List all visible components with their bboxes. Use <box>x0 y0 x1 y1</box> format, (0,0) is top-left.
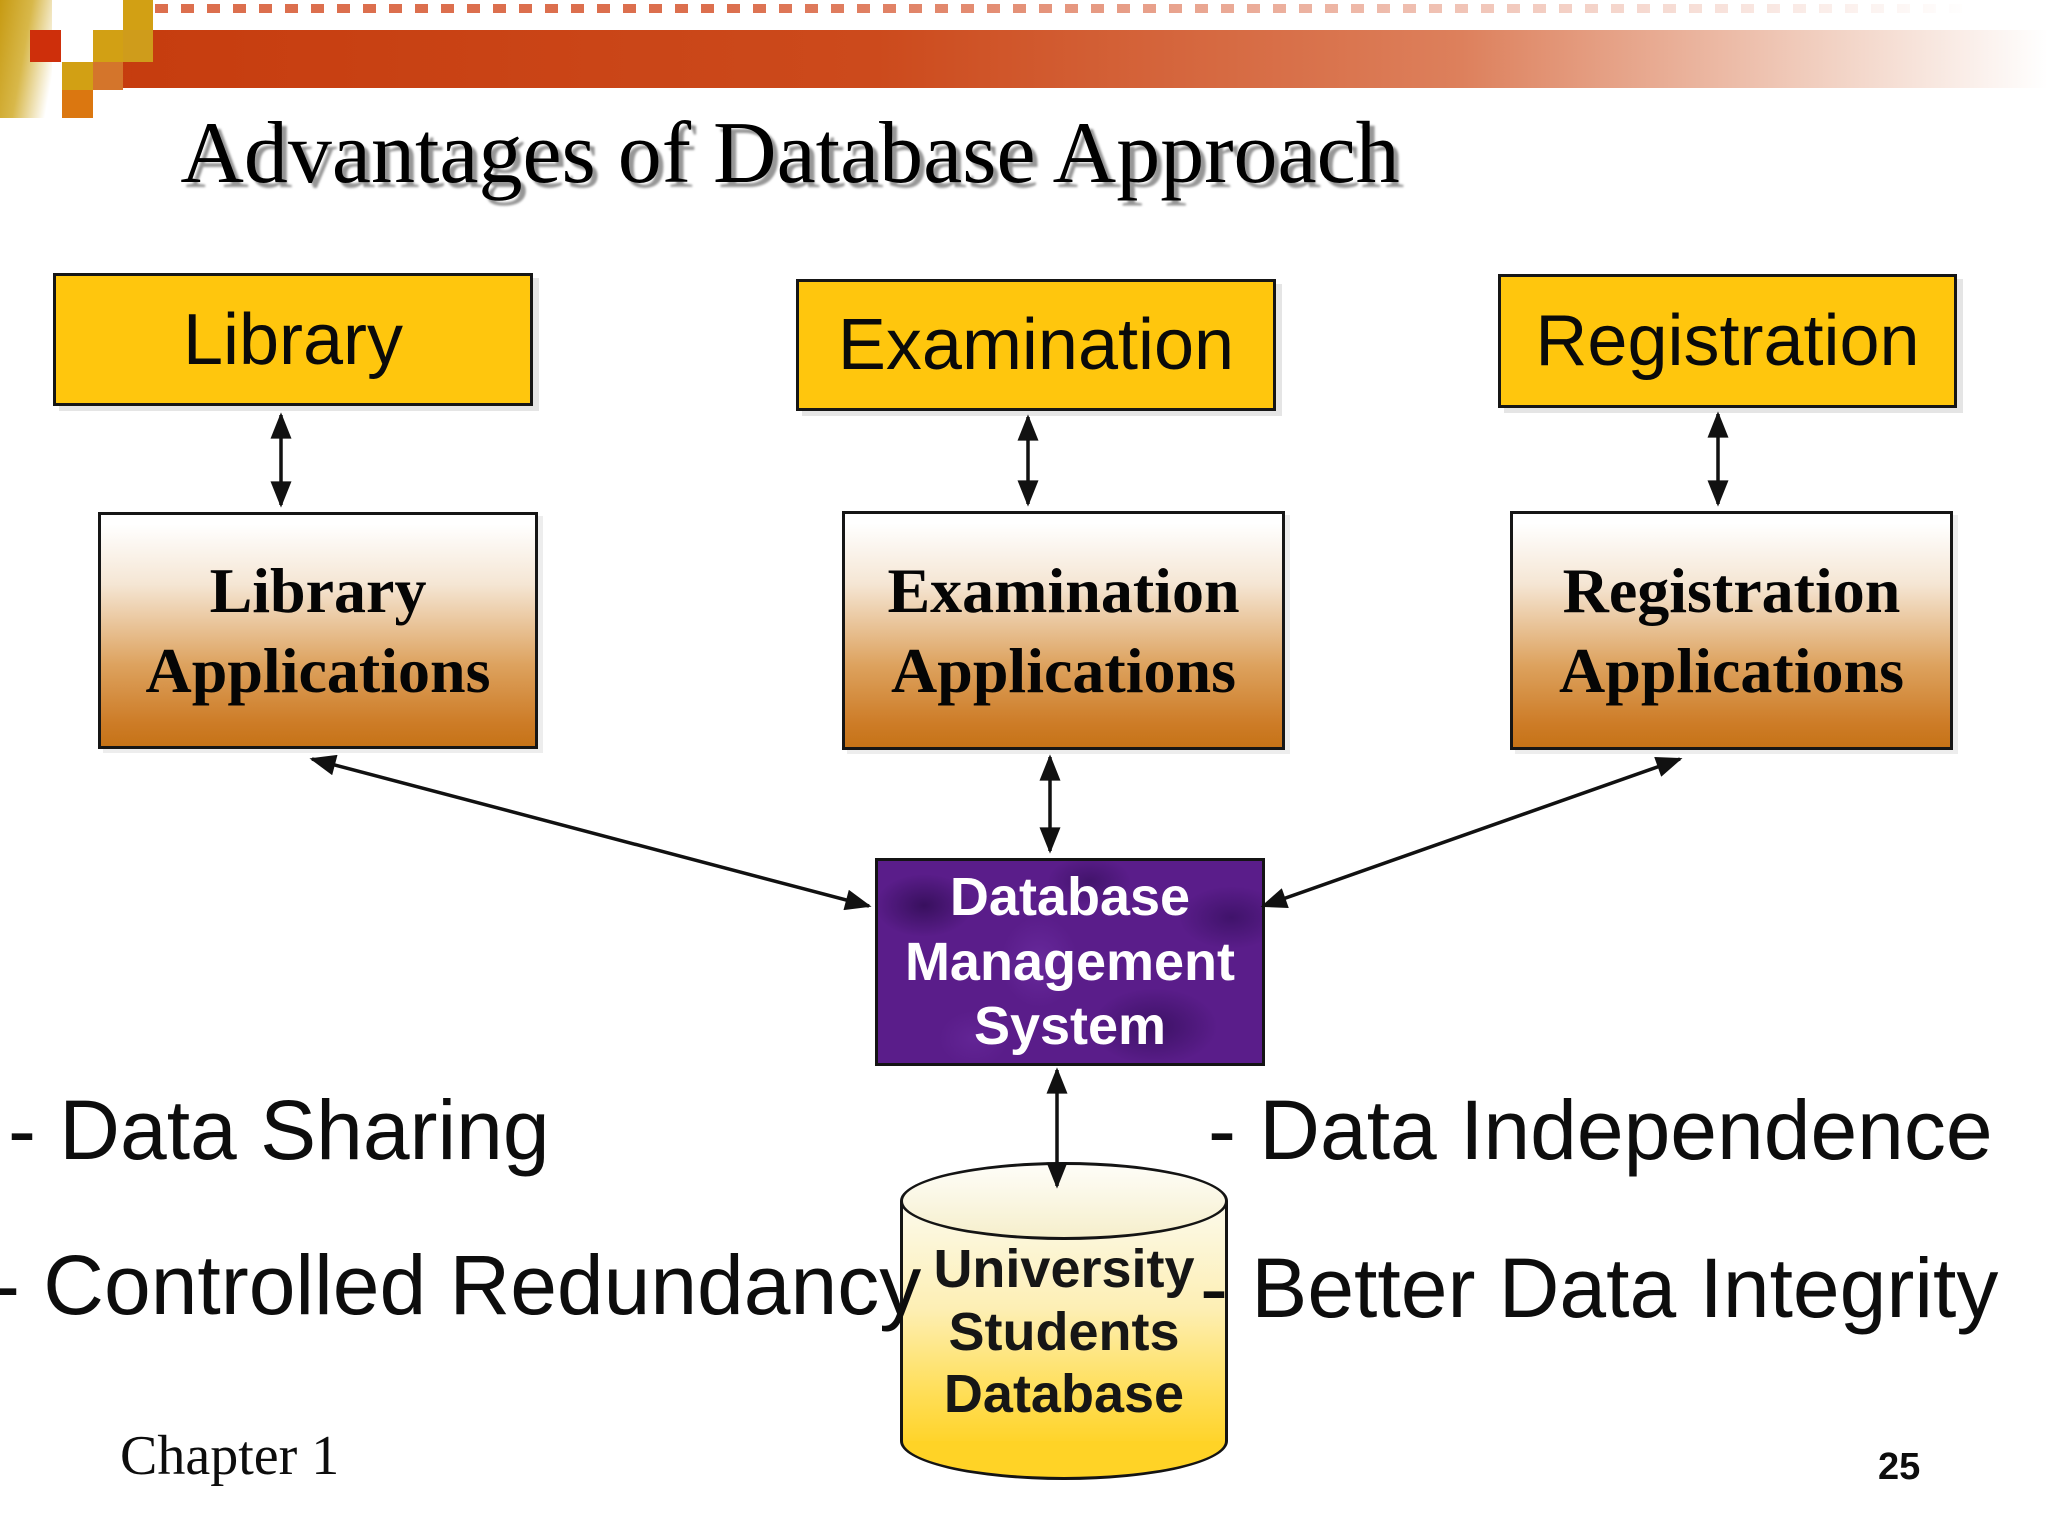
app-box-registration: Registration Applications <box>1510 511 1953 750</box>
bullet-data-sharing: - Data Sharing <box>8 1083 550 1177</box>
app-box-label-line: Applications <box>891 634 1236 706</box>
bullet-data-independence: - Data Independence <box>1208 1083 1993 1177</box>
page-number: 25 <box>1878 1446 1921 1488</box>
database-cylinder-label: University Students Database <box>900 1238 1228 1426</box>
system-box-label: Library <box>182 299 404 380</box>
system-box-label: Registration <box>1535 301 1920 381</box>
app-box-library: Library Applications <box>98 512 538 749</box>
dbms-box: Database Management System <box>875 858 1265 1066</box>
slide-title: Advantages of Database Approach <box>180 105 1400 202</box>
app-box-label-line: Registration <box>1562 554 1901 626</box>
system-box-label: Examination <box>837 305 1235 385</box>
system-box-examination: Examination <box>796 279 1276 411</box>
dbms-label-line: Database <box>949 866 1191 927</box>
bullet-controlled-redundancy: - Controlled Redundancy <box>0 1238 922 1332</box>
app-box-label-line: Applications <box>1559 634 1904 706</box>
corner-square <box>123 0 153 30</box>
database-cylinder-top <box>900 1162 1228 1240</box>
corner-square <box>93 62 123 90</box>
system-box-registration: Registration <box>1498 274 1957 408</box>
corner-square <box>62 90 93 118</box>
top-bar <box>93 30 2048 88</box>
chapter-label: Chapter 1 <box>120 1425 340 1487</box>
app-box-label-line: Library <box>209 554 427 626</box>
dbms-label-line: System <box>973 996 1167 1057</box>
corner-square <box>62 62 93 90</box>
corner-square <box>30 30 61 62</box>
app-box-label-line: Applications <box>145 634 491 706</box>
bullet-better-data-integrity: - Better Data Integrity <box>1200 1241 1999 1335</box>
cylinder-label-line: Database <box>943 1364 1185 1425</box>
dashed-accent-line <box>155 4 2048 13</box>
corner-square <box>123 30 153 62</box>
app-box-label-line: Examination <box>887 554 1240 626</box>
system-box-library: Library <box>53 273 533 406</box>
app-box-examination: Examination Applications <box>842 511 1285 750</box>
database-cylinder <box>900 1201 1228 1441</box>
dbms-label-line: Management <box>904 931 1236 992</box>
arrow-libapp-to-dbms <box>309 754 872 911</box>
cylinder-label-line: Students <box>948 1301 1180 1362</box>
corner-square <box>93 30 123 62</box>
arrow-regapp-to-dbms <box>1260 756 1683 909</box>
cylinder-label-line: University <box>933 1239 1195 1299</box>
